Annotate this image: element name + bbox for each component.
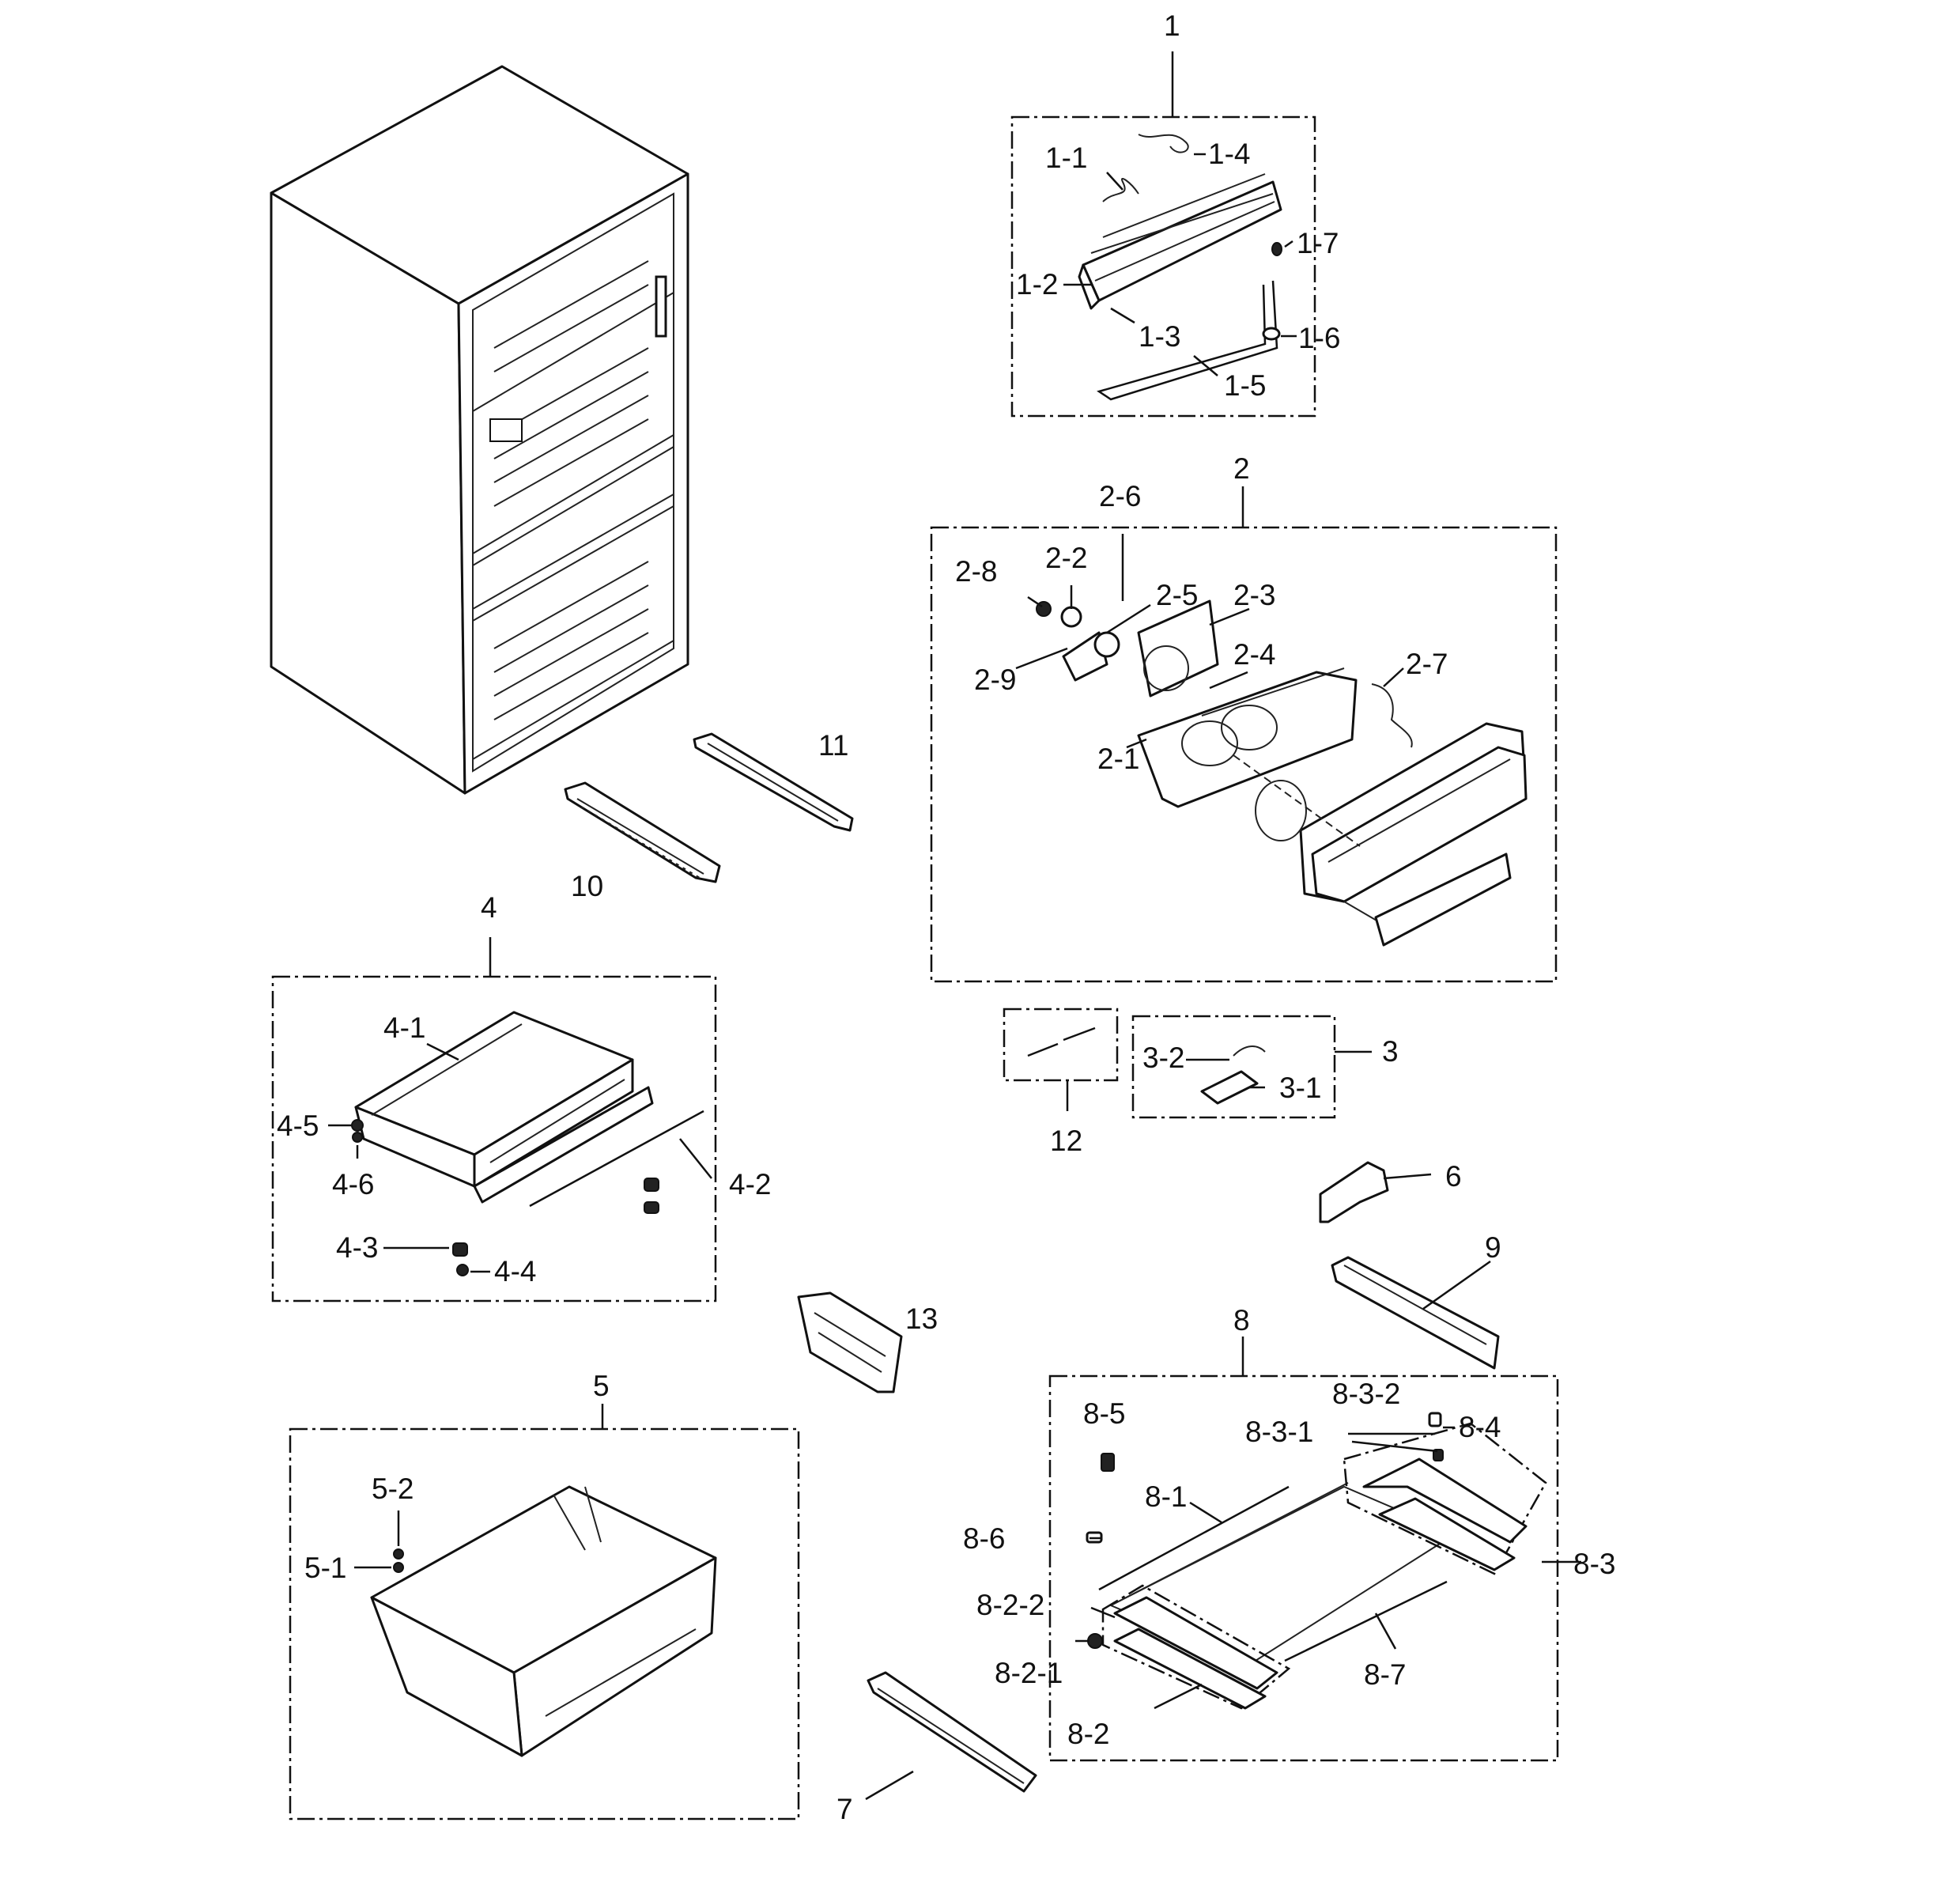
label-2-6: 2-6 (1099, 480, 1141, 512)
label-1-3: 1-3 (1139, 320, 1180, 353)
label-4-2: 4-2 (729, 1168, 771, 1200)
label-8-2: 8-2 (1067, 1718, 1109, 1750)
part-7 (865, 1671, 1037, 1801)
label-8-1: 8-1 (1145, 1480, 1187, 1513)
part-9 (1331, 1256, 1500, 1370)
label-1-5: 1-5 (1224, 369, 1266, 402)
label-6: 6 (1445, 1160, 1462, 1193)
group-3 (1131, 1015, 1372, 1119)
callout-labels: 1 1-1 1-2 1-3 1-4 1-5 1-6 1-7 2 2-1 2-2 … (277, 9, 1615, 1825)
label-1-1: 1-1 (1045, 142, 1087, 174)
label-2-8: 2-8 (955, 555, 997, 588)
part-6 (1319, 1161, 1432, 1223)
label-4-3: 4-3 (336, 1231, 378, 1264)
label-12: 12 (1050, 1125, 1082, 1157)
label-8-3-1: 8-3-1 (1245, 1416, 1313, 1448)
label-8-5: 8-5 (1083, 1397, 1125, 1430)
label-3-2: 3-2 (1142, 1042, 1184, 1074)
label-4-4: 4-4 (494, 1255, 536, 1287)
group-12 (1003, 1008, 1119, 1111)
label-5-1: 5-1 (304, 1552, 346, 1584)
label-2-1: 2-1 (1097, 743, 1139, 775)
label-1-7: 1-7 (1297, 227, 1339, 259)
label-8-7: 8-7 (1364, 1658, 1406, 1691)
label-4-6: 4-6 (332, 1168, 374, 1200)
label-group-3: 3 (1382, 1035, 1399, 1068)
group-5 (289, 1404, 800, 1820)
label-5-2: 5-2 (372, 1473, 414, 1505)
label-10: 10 (571, 870, 603, 902)
label-8-6: 8-6 (963, 1522, 1005, 1555)
label-4-5: 4-5 (277, 1110, 319, 1142)
label-9: 9 (1485, 1231, 1501, 1264)
label-2-9: 2-9 (974, 664, 1016, 696)
label-group-8: 8 (1233, 1304, 1250, 1337)
label-4-1: 4-1 (383, 1011, 425, 1044)
label-2-2: 2-2 (1045, 542, 1087, 574)
label-8-4: 8-4 (1459, 1411, 1501, 1443)
label-7: 7 (836, 1793, 853, 1825)
label-8-3-2: 8-3-2 (1332, 1378, 1400, 1410)
label-2-5: 2-5 (1156, 579, 1198, 611)
label-2-7: 2-7 (1406, 648, 1448, 680)
refrigerator-cabinet (270, 65, 689, 795)
label-8-2-2: 8-2-2 (976, 1589, 1044, 1621)
label-8-3: 8-3 (1573, 1548, 1615, 1580)
label-1-6: 1-6 (1298, 322, 1340, 354)
label-11: 11 (818, 729, 848, 762)
label-2-4: 2-4 (1233, 638, 1275, 671)
group-2 (930, 486, 1558, 983)
label-group-4: 4 (481, 891, 497, 924)
label-group-1: 1 (1164, 9, 1180, 42)
label-1-2: 1-2 (1016, 268, 1058, 301)
label-3-1: 3-1 (1279, 1072, 1321, 1104)
group-8 (1048, 1337, 1581, 1762)
label-2-3: 2-3 (1233, 579, 1275, 611)
label-group-2: 2 (1233, 452, 1250, 485)
group-1 (1010, 51, 1316, 418)
part-13 (797, 1291, 903, 1393)
label-1-4: 1-4 (1208, 138, 1250, 170)
group-4 (271, 937, 717, 1303)
label-group-5: 5 (593, 1370, 610, 1402)
part-11 (693, 732, 854, 832)
part-10 (564, 781, 721, 883)
label-13: 13 (905, 1303, 938, 1335)
label-8-2-1: 8-2-1 (995, 1657, 1063, 1689)
